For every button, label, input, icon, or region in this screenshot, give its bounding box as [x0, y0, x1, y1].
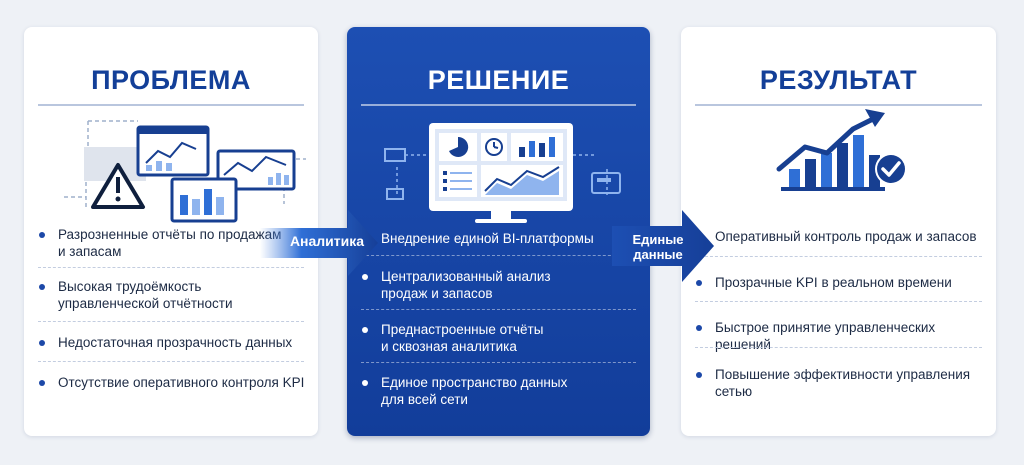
result-title-divider — [695, 104, 982, 106]
bullet-icon — [39, 232, 45, 238]
result-item-2: Прозрачные KPI в реальном времени — [681, 274, 996, 291]
result-divider-1 — [695, 256, 982, 257]
problem-divider-3 — [38, 361, 304, 362]
result-item-4: Повышение эффективности управления сетью — [681, 366, 996, 400]
unified-data-arrow-label: Единые данные — [632, 232, 684, 262]
analytics-arrow-label: Аналитика — [289, 233, 365, 249]
solution-item-2: Централизованный анализ продаж и запасов — [347, 268, 650, 302]
problem-title: ПРОБЛЕМА — [91, 65, 251, 95]
result-title: РЕЗУЛЬТАТ — [759, 65, 918, 95]
solution-item-1: Внедрение единой BI-платформы — [347, 230, 650, 247]
result-item-3: Быстрое принятие управленческих решений — [681, 319, 996, 353]
problem-item-3: Недостаточная прозрачность данных — [24, 334, 318, 351]
problem-title-divider — [38, 104, 304, 106]
growth-chart-check-icon — [776, 109, 907, 191]
bullet-icon — [39, 380, 45, 386]
bullet-icon — [362, 380, 368, 386]
problem-divider-2 — [38, 321, 304, 322]
bi-monitor-icon — [384, 123, 621, 223]
bullet-icon — [39, 284, 45, 290]
problem-item-4: Отсутствие оперативного контроля KPI — [24, 374, 318, 391]
solution-title: РЕШЕНИЕ — [427, 65, 570, 95]
analytics-arrow-icon — [260, 210, 378, 276]
solution-divider-2 — [361, 309, 636, 310]
solution-title-divider — [361, 104, 636, 106]
warning-dashboard-icon — [64, 120, 306, 223]
solution-item-4: Единое пространство данных для всей сети — [347, 374, 650, 408]
bullet-icon — [696, 372, 702, 378]
unified-data-arrow-icon — [612, 210, 714, 282]
result-card: РЕЗУЛЬТАТ Оперативный контроль продаж и … — [681, 27, 996, 436]
solution-card: РЕШЕНИЕ — [347, 27, 650, 436]
bullet-icon — [362, 274, 368, 280]
result-divider-3 — [695, 347, 982, 348]
problem-divider-1 — [38, 267, 304, 268]
bullet-icon — [362, 327, 368, 333]
bullet-icon — [39, 340, 45, 346]
solution-divider-1 — [361, 255, 636, 256]
problem-item-2: Высокая трудоёмкость управленческой отчё… — [24, 278, 318, 312]
result-item-1: Оперативный контроль продаж и запасов — [681, 228, 996, 245]
problem-item-1: Разрозненные отчёты по продажам и запаса… — [24, 226, 318, 260]
result-divider-2 — [695, 301, 982, 302]
solution-divider-3 — [361, 362, 636, 363]
bullet-icon — [696, 280, 702, 286]
bullet-icon — [696, 325, 702, 331]
solution-item-3: Преднастроенные отчёты и сквозная аналит… — [347, 321, 650, 355]
